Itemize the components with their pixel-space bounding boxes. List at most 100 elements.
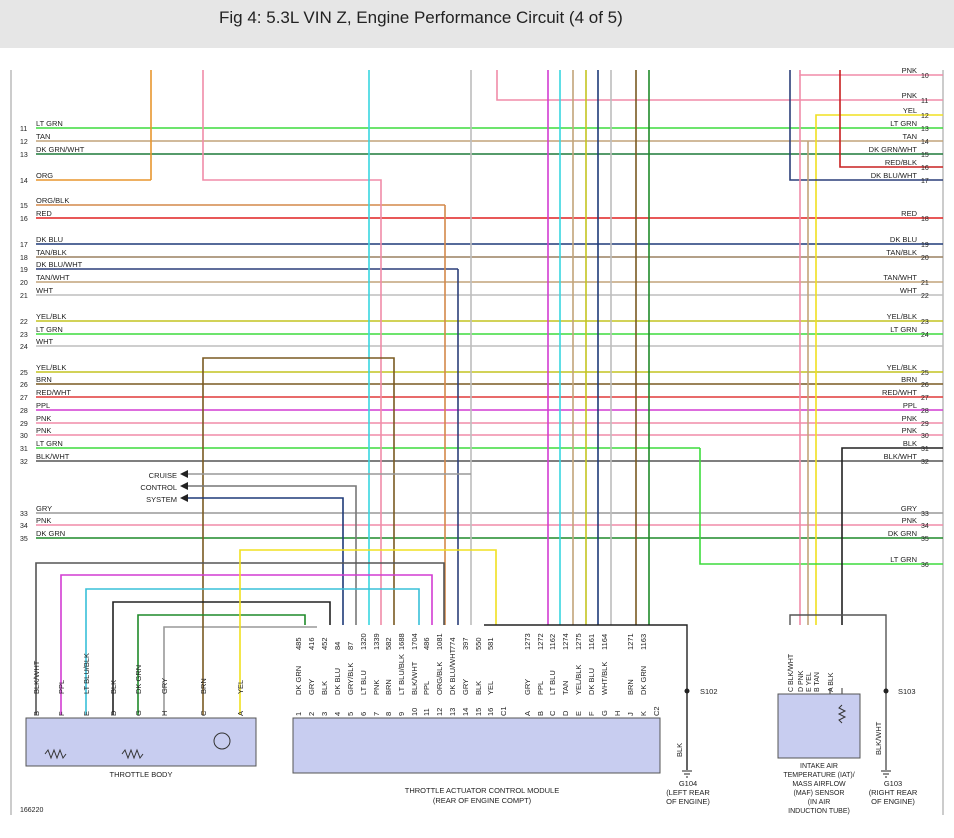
pin-circuit: 1704: [410, 633, 419, 650]
splice-label: S102: [700, 687, 718, 696]
pin-number: 9: [397, 712, 406, 716]
figure-title: Fig 4: 5.3L VIN Z, Engine Performance Ci…: [219, 8, 623, 27]
wire-color-label: DK GRN/WHT: [869, 145, 918, 154]
wire-color-label: YEL/BLK: [36, 363, 66, 372]
wire-number: 27: [921, 395, 929, 402]
pin-wire-color: BLK: [474, 681, 483, 695]
pin-number: 4: [333, 712, 342, 716]
pin-circuit: 87: [346, 642, 355, 650]
pin-wire-color: YEL: [486, 681, 495, 695]
wire-number: 16: [20, 216, 28, 223]
pin-wire-color: LT BLU/BLK: [397, 654, 406, 695]
connector-label: C1: [499, 706, 508, 716]
wire-color-label: DK GRN: [36, 529, 65, 538]
pin-circuit: 1273: [523, 633, 532, 650]
pin-wire-color: PPL: [57, 680, 66, 694]
wire-number: 18: [921, 216, 929, 223]
maf-sensor-name: TEMPERATURE (IAT)/: [783, 772, 854, 779]
wire-color-label: RED/WHT: [36, 388, 71, 397]
wire-number: 30: [921, 433, 929, 440]
pin-number: E: [574, 711, 583, 716]
pin-circuit: 1275: [574, 633, 583, 650]
wire-number: 30: [20, 433, 28, 440]
maf-sensor-name: (IN AIR: [808, 799, 831, 806]
wire-color-label: PPL: [903, 401, 917, 410]
wire-color-label: YEL/BLK: [887, 363, 917, 372]
maf-sensor-name: MASS AIRFLOW: [792, 781, 846, 788]
wire-tb-dkgrn: [137, 614, 306, 715]
figure-id: 166220: [20, 807, 43, 814]
pin-number: 7: [372, 712, 381, 716]
wire-color-label: RED: [901, 209, 917, 218]
pin-letter: F: [57, 711, 66, 716]
wire-color-label: YEL/BLK: [36, 312, 66, 321]
wire-number: 29: [921, 421, 929, 428]
pin-letter: C: [199, 710, 208, 716]
ground-id: G104: [679, 779, 697, 788]
pin-wire-color: BLK/WHT: [32, 660, 41, 694]
wire-tb-gry: [163, 626, 317, 715]
wire-number: 35: [20, 536, 28, 543]
resistor-icon: [121, 748, 144, 760]
wire-number: 18: [20, 255, 28, 262]
wire-number: 15: [20, 203, 28, 210]
pin-wire-color: DK GRN: [134, 665, 143, 694]
wire-number: 27: [20, 395, 28, 402]
wire-number: 31: [20, 446, 28, 453]
pin-circuit: 416: [307, 637, 316, 650]
wire-color-label: PNK: [36, 516, 51, 525]
wire-tb-yel: [239, 549, 497, 715]
wire-color-label: TAN/WHT: [36, 273, 70, 282]
pin-number: 11: [422, 708, 431, 716]
wire-number: 12: [20, 139, 28, 146]
wire-color-label: TAN: [36, 132, 50, 141]
wire-color-label: RED/BLK: [885, 158, 917, 167]
pin-wire-color: C BLK/WHT: [788, 653, 795, 692]
pin-circuit: 1688: [397, 633, 406, 650]
wire-color-label: LT GRN: [36, 439, 63, 448]
wire-color-label: BLK/WHT: [884, 452, 918, 461]
pin-circuit: 1271: [626, 633, 635, 650]
pin-wire-color: DK BLU: [587, 668, 596, 695]
wire-number: 15: [921, 152, 929, 159]
wire-ground-s102: [484, 624, 688, 770]
splice-label: S103: [898, 687, 916, 696]
pin-number: 2: [307, 712, 316, 716]
wire-color-label: PNK: [902, 426, 917, 435]
pin-circuit: 1161: [587, 634, 596, 650]
pin-number: F: [587, 711, 596, 716]
wire-color-label: YEL: [903, 106, 917, 115]
wire-number: 13: [20, 152, 28, 159]
wire-pnk-riser: [202, 70, 382, 625]
wire-number: 19: [20, 267, 28, 274]
wire-number: 24: [20, 344, 28, 351]
wire-color-label: DK BLU: [36, 235, 63, 244]
pin-wire-color: BRN: [384, 679, 393, 695]
pin-wire-color: BRN: [626, 679, 635, 695]
pin-letter: A: [236, 711, 245, 716]
pin-circuit: 486: [422, 637, 431, 650]
cruise-label-1: CRUISE: [149, 471, 177, 480]
pin-wire-color: D PNK: [798, 670, 805, 692]
pin-wire-color: DK GRN: [639, 666, 648, 695]
pin-number: D: [561, 710, 570, 716]
wire-tb-ltblublk: [85, 588, 420, 715]
tac-module-name: THROTTLE ACTUATOR CONTROL MODULE: [405, 786, 559, 795]
wire-31-right: [841, 447, 943, 625]
wire-color-label: TAN/BLK: [36, 248, 67, 257]
wire-color-label: LT GRN: [890, 119, 917, 128]
pin-circuit: 1162: [548, 634, 557, 650]
wire-color-label: ORG: [36, 171, 53, 180]
wire-color-label: WHT: [36, 286, 53, 295]
pin-number: 5: [346, 712, 355, 716]
pin-number: K: [639, 711, 648, 716]
wire-color-label: GRY: [36, 504, 52, 513]
motor-icon: [213, 732, 231, 750]
wire-number: 22: [20, 319, 28, 326]
wire-color-label: PNK: [902, 66, 917, 75]
wire-color-label: DK BLU: [890, 235, 917, 244]
wire-color-label: TAN/BLK: [886, 248, 917, 257]
wire-number: 29: [20, 421, 28, 428]
wire-color-label: ORG/BLK: [36, 196, 69, 205]
